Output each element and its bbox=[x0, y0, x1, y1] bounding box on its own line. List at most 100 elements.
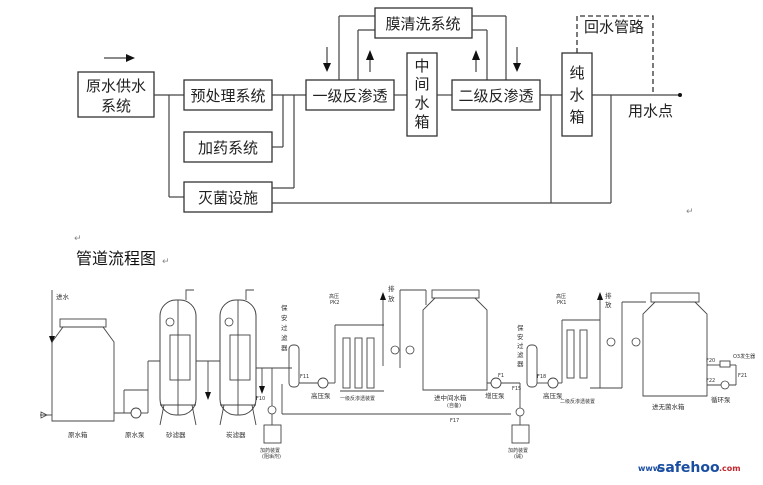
watermark: www. safehoo .com bbox=[638, 460, 741, 476]
sf1-char: 保 bbox=[281, 303, 288, 312]
sf1-char: 器 bbox=[281, 344, 288, 352]
sterile-tank-lid bbox=[650, 292, 700, 303]
dosing-2-label: 加药装置 bbox=[508, 447, 528, 454]
pure-tank-char: 水 bbox=[569, 86, 584, 104]
pure-tank-char: 箱 bbox=[569, 108, 584, 126]
membrane-cleaning-box bbox=[374, 7, 473, 39]
raw-pump-label: 原水泵 bbox=[125, 430, 145, 439]
pipe-diagram: 进水 原水箱 原水泵 砂滤器 bbox=[40, 284, 755, 460]
security-filter-1 bbox=[288, 344, 300, 388]
arrow-down-icon bbox=[513, 63, 521, 72]
pressure-gauge-icon bbox=[224, 317, 234, 327]
hp-pump-2-icon bbox=[547, 377, 559, 389]
intermediate-tank-char: 中 bbox=[414, 57, 429, 75]
booster-pump-label: 增压泵 bbox=[485, 391, 505, 400]
circ-pump-label: 循环泵 bbox=[711, 395, 731, 404]
arrow-head-icon bbox=[126, 54, 135, 62]
return-mark: ↵ bbox=[686, 207, 694, 217]
raw-tank bbox=[51, 326, 115, 422]
dosing-1-sub: (阻垢剂) bbox=[262, 453, 281, 460]
drain-label: 放 bbox=[605, 300, 612, 309]
dosing-pump-icon bbox=[515, 407, 525, 417]
hp-pump-2-label: 高压泵 bbox=[543, 391, 563, 400]
mid-tank-sub: (自备) bbox=[447, 402, 461, 409]
mid-tank-lid bbox=[431, 289, 480, 299]
raw-water-label-1: 原水供水 bbox=[86, 77, 146, 95]
carbon-filter-label: 炭滤器 bbox=[226, 430, 246, 439]
hp-switch-label: PK2 bbox=[330, 300, 339, 306]
dosing-2-sub: (碱) bbox=[514, 453, 523, 460]
sterile-tank bbox=[642, 301, 708, 397]
inlet-label: 进水 bbox=[56, 292, 70, 301]
sf1-char: 安 bbox=[281, 313, 288, 322]
booster-pump-icon bbox=[490, 377, 502, 389]
intermediate-tank-char: 箱 bbox=[414, 113, 429, 131]
pressure-gauge-icon bbox=[631, 337, 641, 347]
raw-tank-lid bbox=[59, 318, 107, 328]
arrow-up-icon bbox=[380, 292, 386, 300]
ro2-unit-label: 二级反渗透装置 bbox=[560, 398, 595, 405]
arrow-down-icon bbox=[323, 63, 331, 72]
sf2-char: 保 bbox=[517, 323, 524, 332]
valve-label: F11 bbox=[300, 374, 309, 380]
ro-membrane bbox=[366, 337, 375, 389]
section-title: 管道流程图 bbox=[76, 249, 156, 268]
dosing-1-label: 加药装置 bbox=[260, 447, 280, 454]
ro2-label: 二级反渗透 bbox=[458, 87, 533, 105]
dosing-tank-1 bbox=[263, 424, 282, 444]
raw-water-label-2: 系统 bbox=[101, 97, 131, 115]
sf1-char: 过 bbox=[281, 323, 288, 332]
sand-filter-label: 砂滤器 bbox=[166, 430, 186, 439]
intermediate-tank-char: 间 bbox=[414, 75, 429, 93]
security-filter-2 bbox=[526, 344, 538, 388]
pretreatment-label: 预处理系统 bbox=[190, 87, 265, 105]
pretreatment-box bbox=[183, 79, 273, 111]
hp-switch-label: PK1 bbox=[557, 300, 566, 306]
sf2-char: 器 bbox=[517, 360, 524, 368]
return-pipe-label: 回水管路 bbox=[584, 18, 644, 36]
ro-membrane bbox=[354, 337, 363, 389]
return-mark: ↵ bbox=[162, 257, 170, 267]
pure-tank-char: 纯 bbox=[569, 64, 584, 82]
valve-label: F15 bbox=[512, 386, 521, 392]
mid-tank bbox=[422, 297, 488, 391]
ro-membrane bbox=[566, 329, 575, 379]
ro-membrane bbox=[579, 329, 588, 379]
intermediate-tank-char: 水 bbox=[414, 94, 429, 112]
arrow-up-icon bbox=[366, 50, 374, 60]
drain-label: 排 bbox=[388, 284, 395, 293]
circ-pump-icon bbox=[720, 380, 730, 390]
sf1-char: 滤 bbox=[281, 333, 288, 342]
pressure-gauge-icon bbox=[606, 337, 616, 347]
arrow-up-icon bbox=[472, 50, 480, 60]
raw-tank-label: 原水箱 bbox=[68, 430, 88, 439]
raw-pump-icon bbox=[130, 407, 142, 419]
valve-label: F17 bbox=[450, 418, 459, 424]
valve-label: F18 bbox=[537, 374, 546, 380]
ro2-box bbox=[451, 79, 541, 111]
valve-icon bbox=[40, 411, 48, 419]
pressure-gauge-icon bbox=[405, 345, 415, 355]
ro-membrane bbox=[342, 337, 351, 389]
dosing-label: 加药系统 bbox=[198, 139, 258, 157]
valve-label: F22 bbox=[706, 378, 715, 384]
arrow-down-icon bbox=[205, 392, 211, 400]
return-mark: ↵ bbox=[74, 234, 82, 244]
ro1-box bbox=[305, 79, 395, 111]
membrane-cleaning-label: 膜清洗系统 bbox=[385, 15, 460, 33]
sterilization-box bbox=[183, 181, 273, 213]
mid-tank-label: 进中间水箱 bbox=[434, 393, 467, 402]
sterilization-label: 灭菌设施 bbox=[198, 189, 258, 207]
valve-label: F1 bbox=[498, 373, 504, 379]
drain-label: 排 bbox=[605, 291, 612, 300]
arrow-up-icon bbox=[597, 292, 603, 300]
hp-pump-1-icon bbox=[317, 377, 329, 389]
intermediate-tank-box bbox=[406, 52, 438, 137]
drain-label: 放 bbox=[388, 294, 395, 303]
sterile-tank-label: 进无菌水箱 bbox=[652, 402, 685, 411]
watermark-suffix: .com bbox=[719, 464, 741, 473]
sf2-char: 过 bbox=[517, 341, 524, 350]
block-diagram: 原水供水 系统 预处理系统 加药系统 灭菌设施 一级反渗透 膜 bbox=[77, 7, 694, 217]
arrow-down-icon bbox=[259, 386, 265, 394]
